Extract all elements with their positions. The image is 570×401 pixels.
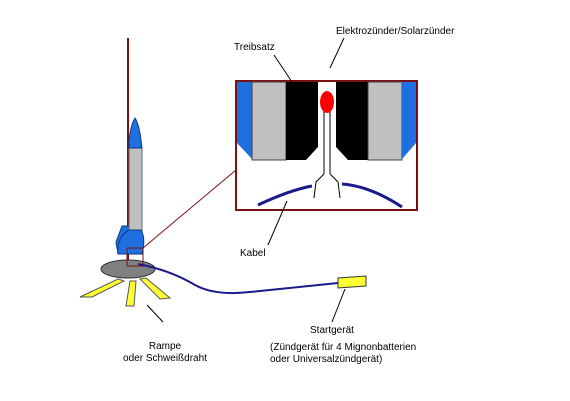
label-startgeraet-desc-line2: oder Universalzündgerät) xyxy=(270,354,383,365)
igniter-head xyxy=(320,91,334,113)
starter-device xyxy=(337,275,367,289)
pointer-rampe xyxy=(146,304,164,323)
cable-detail xyxy=(257,182,403,209)
motor-detail-box xyxy=(126,247,144,267)
label-rampe: Rampe oder Schweißdraht xyxy=(100,341,230,365)
launch-pad-legs xyxy=(79,277,172,307)
pointer-zuender xyxy=(329,37,345,69)
launch-pad-plate xyxy=(100,259,156,279)
zoom-connector xyxy=(142,169,237,249)
motor-cross-section xyxy=(237,81,416,161)
rocket xyxy=(115,117,145,267)
casing-wall-left xyxy=(251,81,287,161)
label-rampe-line2: oder Schweißdraht xyxy=(123,353,207,364)
casing-right xyxy=(402,82,416,159)
casing-wall-right xyxy=(367,81,403,161)
igniter-wires xyxy=(313,108,341,199)
pointer-kabel xyxy=(267,200,288,246)
label-startgeraet: Startgerät xyxy=(310,325,354,336)
label-rampe-line1: Rampe xyxy=(148,341,182,352)
label-zuender: Elektrozünder/Solarzünder xyxy=(336,26,455,37)
pointer-startgeraet xyxy=(331,288,346,323)
rocket-nose-cone xyxy=(128,117,143,149)
label-kabel: Kabel xyxy=(240,248,266,259)
label-pointers xyxy=(146,37,346,323)
label-startgeraet-desc: (Zündgerät für 4 Mignonbatterien oder Un… xyxy=(270,342,416,366)
label-treibsatz: Treibsatz xyxy=(234,42,275,53)
pointer-treibsatz xyxy=(273,54,293,83)
cable-to-starter xyxy=(137,263,339,295)
propellant-left xyxy=(286,82,318,160)
casing-left xyxy=(237,82,252,159)
label-startgeraet-desc-line1: (Zündgerät für 4 Mignonbatterien xyxy=(270,342,417,353)
propellant-right xyxy=(336,82,368,160)
